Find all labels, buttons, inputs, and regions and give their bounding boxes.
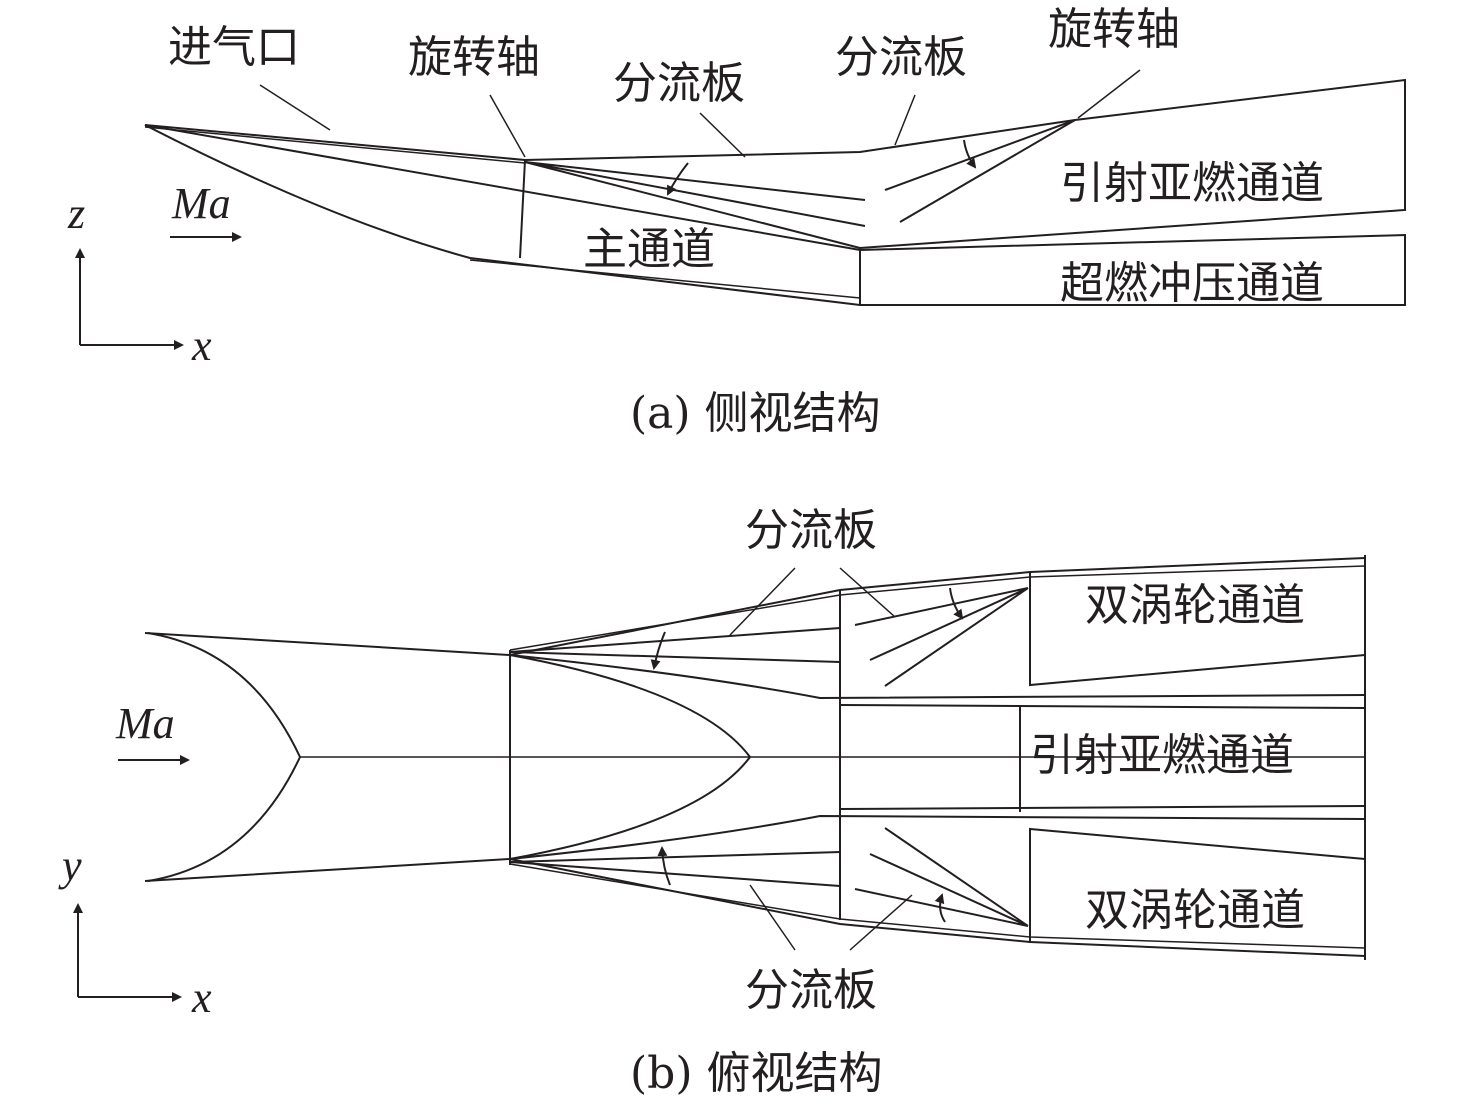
label-splitter-top: 分流板: [745, 505, 877, 556]
axis-x-label: x: [191, 321, 212, 370]
axis-z-label: z: [67, 189, 85, 238]
turbine-channel-box: [1029, 572, 1366, 687]
inner-wall: [509, 654, 1366, 700]
label-scramjet-channel: 超燃冲压通道: [1060, 258, 1324, 309]
splitter-plate-2: [884, 119, 1076, 223]
side-view-geometry: [75, 69, 1406, 350]
leader-lines: [259, 69, 1141, 158]
outer-wall: [144, 857, 1366, 957]
label-twin-turbine-bottom: 双涡轮通道: [1085, 885, 1305, 936]
rotation-axis-line: [519, 159, 526, 259]
rotation-arrow-bottom-front: [657, 846, 671, 886]
turbine-channel-box: [1029, 827, 1366, 942]
main-channel-upper-line: [524, 161, 861, 249]
flow-mach-label-top: Ma: [115, 699, 175, 748]
leader-lines: [729, 567, 913, 951]
rotation-arrow-1: [667, 162, 689, 196]
inner-wall: [509, 814, 1366, 860]
lower-wall: [144, 124, 1406, 306]
upper-wall-inner: [144, 126, 526, 164]
axis-x-label-top: x: [191, 973, 212, 1022]
axis-y-label: y: [58, 841, 82, 890]
outer-wall-inner: [509, 863, 1366, 949]
splitter-plate-rear: [854, 587, 1029, 687]
label-ejector-ramjet-channel: 引射亚燃通道: [1060, 158, 1324, 209]
inlet-nose-curve: [147, 756, 301, 882]
label-splitter-bottom: 分流板: [745, 965, 877, 1016]
inner-cone-curve: [509, 654, 751, 758]
flow-mach-label: Ma: [171, 179, 231, 228]
inner-cone-curve: [509, 756, 751, 860]
lower-wall-inner: [469, 259, 861, 299]
label-twin-turbine-top: 双涡轮通道: [1085, 580, 1305, 631]
inlet-nose-curve: [147, 632, 301, 758]
label-splitter-1: 分流板: [613, 58, 745, 109]
caption-side-view: (a) 侧视结构: [630, 388, 881, 439]
label-rotation-axis-2: 旋转轴: [1048, 4, 1180, 55]
label-main-channel: 主通道: [583, 224, 715, 275]
splitter-plate-front: [509, 627, 841, 663]
label-splitter-2: 分流板: [835, 32, 967, 83]
rotation-arrow-top-rear: [949, 587, 964, 620]
label-inlet: 进气口: [168, 22, 300, 73]
rotation-arrow-2: [963, 139, 977, 169]
rotation-arrow-top-front: [650, 631, 666, 670]
caption-top-view: (b) 俯视结构: [630, 1048, 882, 1099]
splitter-plate-front: [509, 851, 841, 887]
ejector-wall: [839, 704, 1366, 709]
label-rotation-axis-1: 旋转轴: [408, 32, 540, 83]
rotation-arrow-bottom-rear: [934, 893, 946, 923]
label-ejector-ramjet-channel-top: 引射亚燃通道: [1030, 730, 1294, 781]
splitter-plate-1: [524, 161, 866, 227]
outer-wall-inner: [509, 565, 1366, 651]
top-view-geometry: [73, 555, 1366, 1002]
splitter-plate-rear: [854, 827, 1029, 927]
ejector-wall: [839, 805, 1366, 810]
